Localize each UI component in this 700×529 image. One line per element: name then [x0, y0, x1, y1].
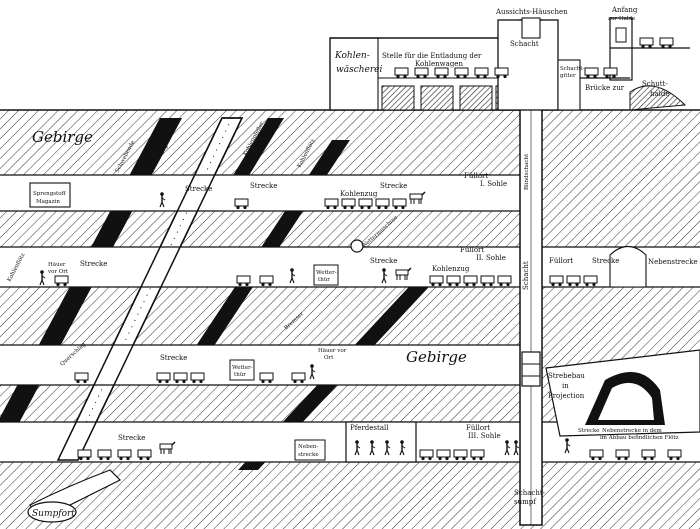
- nebenstrecke-box: [294, 439, 326, 461]
- gebirge-top-label: Gebirge: [32, 128, 93, 146]
- sprengstoff-label-1: Sprengstoff: [33, 191, 67, 197]
- haeuer2-label-2: Ort: [324, 355, 334, 361]
- haeuer2-label-1: Häuer vor: [318, 348, 347, 354]
- pferdestall-label: Pferdestall: [350, 424, 389, 432]
- anfang-label-1: Anfang: [611, 6, 638, 14]
- schachtsumpf-label-1: Schacht-: [514, 489, 546, 497]
- strebebau-area: [545, 349, 700, 437]
- strecke-l3-right: Strecke: [578, 428, 600, 434]
- strebebau-label-2: in: [562, 382, 569, 390]
- strecke-l3a: Strecke: [118, 434, 145, 442]
- shaft-cage: [521, 351, 541, 387]
- fuellort1-label-1: Füllort: [464, 172, 488, 180]
- nebenstrecke2-label-1: Neben-: [298, 444, 318, 450]
- wettermaschine-wheel: [350, 239, 364, 253]
- strecke-l2b-left: Strecke: [160, 354, 187, 362]
- wetterthuer-1-label-2: thür: [318, 277, 330, 283]
- gebirge-mid-label: Gebirge: [406, 348, 467, 366]
- schachtgitter-label-2: gitter: [560, 73, 576, 79]
- fuellort-right-label: Füllort: [549, 257, 573, 265]
- fuellort3-label-2: III. Sohle: [468, 432, 501, 440]
- anfang-label-2: zur Halde: [608, 16, 635, 22]
- strebebau-label-1: Strebebau: [548, 372, 585, 380]
- nebenstrecke-abbau-2: im Abbau befindlichen Flötz: [600, 435, 679, 441]
- fuellort3-label-1: Füllort: [466, 424, 490, 432]
- sprengstoff-label-2: Magazin: [36, 199, 60, 205]
- schacht-vertical-label: Schacht: [522, 261, 530, 290]
- strecke-l1b: Strecke: [250, 182, 277, 190]
- nebenstrecke2-label-2: strecke: [298, 452, 319, 458]
- schacht-top-label: Schacht: [510, 40, 539, 48]
- schutthalde-label-1: Schutt-: [642, 80, 668, 88]
- sumpfort-label: Sumpfort: [32, 509, 75, 519]
- entladung-label-2: Kohlenwagen: [415, 60, 463, 68]
- schachtsumpf-label-2: sumpf: [514, 498, 537, 506]
- haeuer-l2-1: Häuer: [48, 262, 66, 268]
- main-shaft: [519, 19, 543, 526]
- strecke-l1a: Strecke: [185, 185, 212, 193]
- rock-mass: [0, 110, 700, 529]
- entladung-label-1: Stelle für die Entladung der: [382, 52, 482, 60]
- wetterthuer-2: [229, 359, 255, 381]
- level-1-gallery: [0, 174, 520, 212]
- level-2-gallery: [0, 246, 700, 288]
- aussichtshaeuschen-label: Aussichts-Häuschen: [495, 8, 568, 16]
- wetterthuer-1-label-1: Wetter-: [316, 270, 337, 276]
- wetterthuer-2-label-2: thür: [234, 372, 246, 378]
- strecke-l2a: Strecke: [80, 260, 107, 268]
- strecke-l2c: Strecke: [592, 257, 619, 265]
- bruecke-label: Brücke zur: [585, 84, 625, 92]
- halde-building: [580, 17, 690, 111]
- kohlenwaescherei-label-2: wäscherei: [336, 65, 382, 75]
- schachtgitter-label-1: Schacht-: [560, 66, 585, 72]
- strebebau-label-3: Projection: [548, 392, 585, 400]
- strecke-l2b: Strecke: [370, 257, 397, 265]
- kohlenzug-l2: Kohlenzug: [432, 265, 470, 273]
- headframe-building: [497, 17, 581, 111]
- blindschacht-label: Blindschacht: [524, 153, 530, 190]
- fuellort1-label-2: I. Sohle: [480, 180, 507, 188]
- strecke-l1c: Strecke: [380, 182, 407, 190]
- haeuer-l2-2: vor Ort: [47, 269, 69, 275]
- nebenstrecke-abbau-1: Nebenstrecke in dem: [602, 428, 663, 434]
- fuellort2-label-1: Füllort: [460, 246, 484, 254]
- nebenstrecke-label: Nebenstrecke: [648, 258, 698, 266]
- wetterthuer-1: [313, 264, 339, 286]
- fuellort2-label-2: II. Sohle: [476, 254, 506, 262]
- nebenstrecke-arch: [609, 245, 647, 288]
- kohlenwaescherei-label-1: Kohlen-: [334, 51, 370, 61]
- kohlenzug-l1: Kohlenzug: [340, 190, 378, 198]
- sprengstoff-magazin: [29, 182, 71, 208]
- wetterthuer-2-label-1: Wetter-: [232, 365, 253, 371]
- schutthalde-label-2: halde: [650, 90, 670, 98]
